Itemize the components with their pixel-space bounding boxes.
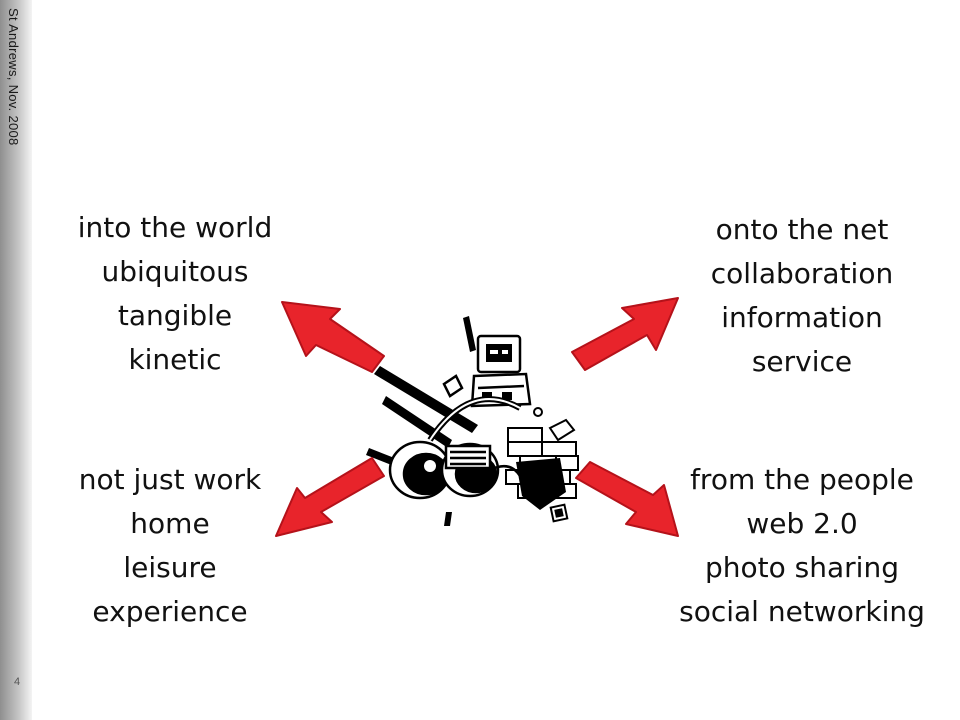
slide-number: 4	[14, 676, 21, 688]
block-line: home	[130, 507, 210, 540]
arrow-down-left-icon	[275, 457, 385, 537]
arrow-up-left-icon	[281, 301, 385, 373]
block-line: information	[721, 301, 883, 334]
slide-sidebar: St Andrews, Nov. 2008 4	[0, 0, 32, 720]
block-line: social networking	[679, 595, 925, 628]
block-line: kinetic	[128, 343, 222, 376]
arrow-up-right-icon	[571, 297, 679, 371]
block-line: from the people	[690, 463, 914, 496]
block-line: into the world	[77, 211, 273, 244]
text-block-not-just-work: not just work home leisure experience	[45, 458, 295, 634]
block-line: service	[751, 345, 853, 378]
wheels	[388, 440, 522, 500]
flying-bricks	[533, 407, 576, 523]
block-line: web 2.0	[746, 507, 858, 540]
block-line: photo sharing	[705, 551, 899, 584]
block-line: collaboration	[710, 257, 894, 290]
text-block-into-the-world: into the world ubiquitous tangible kinet…	[55, 206, 295, 382]
event-label: St Andrews, Nov. 2008	[6, 8, 21, 146]
block-line: onto the net	[715, 213, 889, 246]
arrow-down-right-icon	[575, 461, 679, 537]
text-block-onto-the-net: onto the net collaboration information s…	[662, 208, 942, 384]
block-line: not just work	[78, 463, 262, 496]
block-line: ubiquitous	[101, 255, 249, 288]
block-line: tangible	[117, 299, 233, 332]
red-arrows	[275, 297, 679, 537]
block-line: leisure	[123, 551, 217, 584]
block-line: experience	[92, 595, 248, 628]
text-block-from-the-people: from the people web 2.0 photo sharing so…	[656, 458, 948, 634]
computer-body	[427, 334, 532, 442]
brick-wall	[505, 427, 579, 510]
